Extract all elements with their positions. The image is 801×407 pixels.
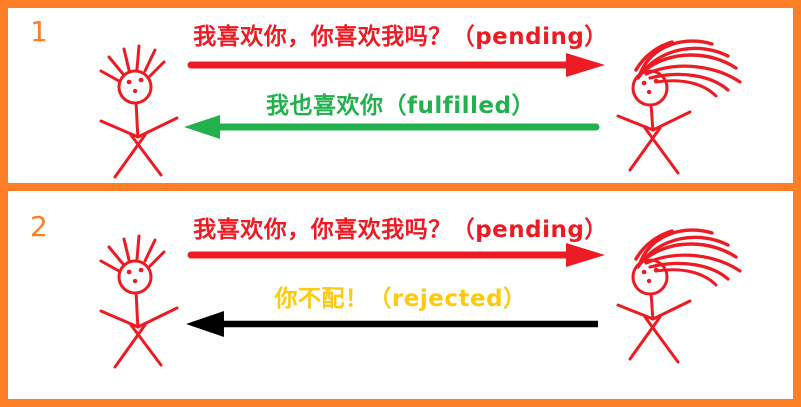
- response-message: 我也喜欢你（fulfilled）: [266, 93, 535, 119]
- response-arrow: [184, 115, 600, 139]
- scenario-panel-1: 1 我喜欢你，你喜欢我吗？（pending） 我也喜欢你（fulfilled）: [8, 8, 793, 183]
- arrowhead-right-icon: [566, 53, 605, 77]
- boy-stick-figure: [101, 46, 177, 177]
- panel-number: 1: [30, 15, 48, 48]
- panel-canvas: [8, 191, 793, 399]
- panel-number: 2: [30, 210, 48, 243]
- request-message: 我喜欢你，你喜欢我吗？（pending）: [193, 24, 608, 50]
- scenario-panel-2: 2 我喜欢你，你喜欢我吗？（pending） 你不配！（rejected）: [8, 191, 793, 399]
- request-message: 我喜欢你，你喜欢我吗？（pending）: [193, 217, 608, 243]
- request-arrow: [187, 53, 605, 77]
- request-arrow: [187, 243, 605, 267]
- girl-stick-figure: [618, 41, 740, 173]
- girl-stick-figure: [618, 230, 740, 362]
- response-message: 你不配！（rejected）: [274, 286, 527, 312]
- arrowhead-left-icon: [184, 115, 220, 139]
- response-arrow: [186, 311, 598, 337]
- boy-stick-figure: [101, 236, 177, 367]
- arrowhead-left-icon: [186, 311, 224, 337]
- panel-canvas: [8, 8, 793, 183]
- arrowhead-right-icon: [566, 243, 605, 267]
